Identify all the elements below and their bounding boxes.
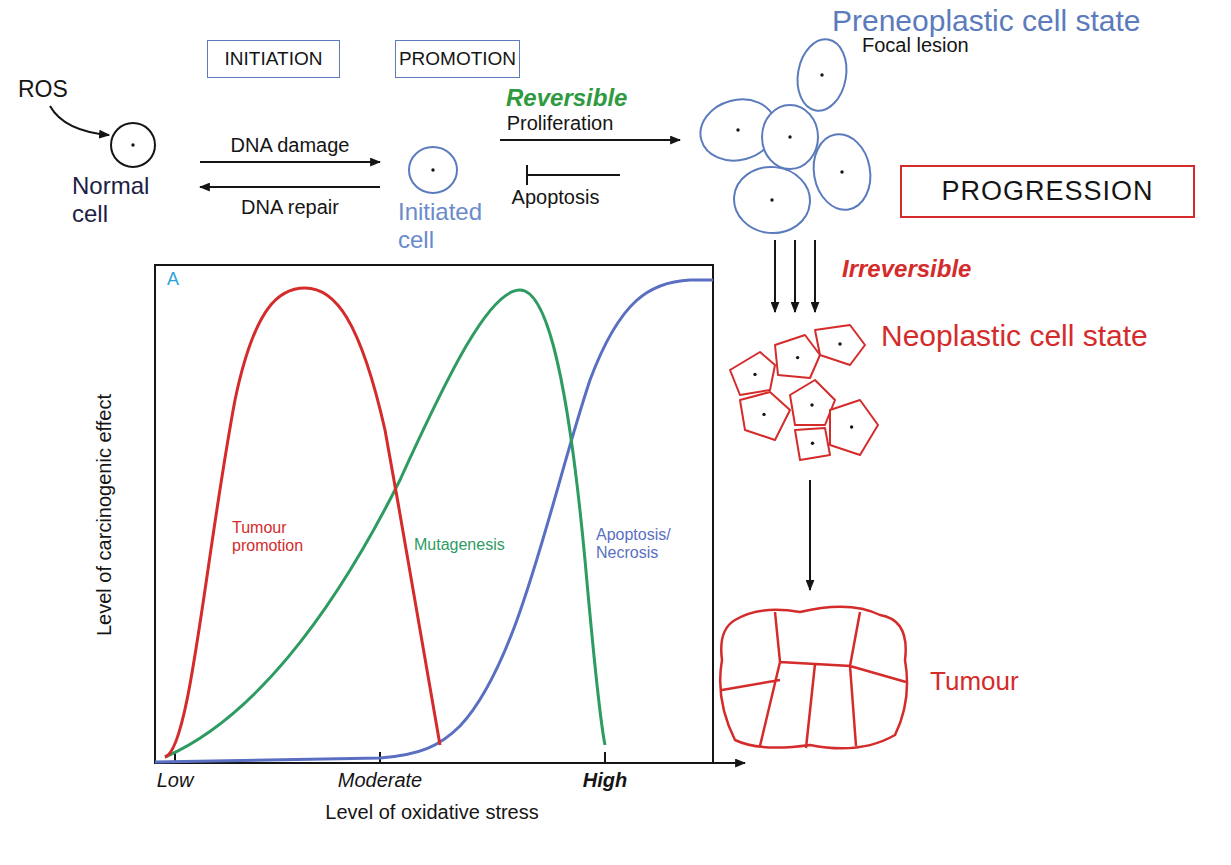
connector-group xyxy=(810,480,811,590)
state-label: Neoplastic cell state xyxy=(881,319,1148,354)
cell-outline xyxy=(830,400,878,455)
cell-outline xyxy=(409,147,457,193)
cell-nucleus xyxy=(753,373,756,376)
cell-nucleus xyxy=(811,442,814,445)
stage-box: PROGRESSION xyxy=(900,165,1195,218)
arrow-connector xyxy=(794,240,796,312)
node-outline xyxy=(715,320,885,465)
cell-label: Initiated cell xyxy=(398,198,498,253)
x-axis-arrow xyxy=(713,762,745,764)
cell-outline xyxy=(815,325,865,365)
tick-label: Moderate xyxy=(338,769,423,792)
edge-label: Apoptosis xyxy=(512,186,600,209)
apoptosis-curve xyxy=(155,280,713,762)
arrow-connector xyxy=(814,240,816,312)
stage-title: PROGRESSION xyxy=(941,176,1153,207)
tumour-outline xyxy=(720,607,907,749)
panel-letter: A xyxy=(167,269,179,290)
cell-outline xyxy=(792,35,852,114)
axis-title: Level of carcinogenic effect xyxy=(93,394,116,636)
cell-nucleus xyxy=(431,168,434,171)
cell-outline xyxy=(795,428,830,460)
node-outline xyxy=(718,605,912,752)
cell-nucleus xyxy=(820,73,823,76)
cell-outline xyxy=(730,352,775,395)
connector-group xyxy=(775,240,776,312)
cell-outline xyxy=(808,130,876,215)
cell-nucleus xyxy=(810,403,813,406)
cell-nucleus xyxy=(131,143,134,146)
cell-outline xyxy=(762,105,818,169)
tick-label: High xyxy=(583,769,627,792)
curve-label: Tumour promotion xyxy=(232,519,314,556)
connector-group xyxy=(815,240,816,312)
connector-group xyxy=(200,187,380,188)
cell-nucleus xyxy=(736,128,739,131)
node-outline xyxy=(685,40,870,240)
normal-cell: Normal cell xyxy=(80,115,186,235)
cell-outline xyxy=(731,164,812,236)
arrow-connector xyxy=(809,480,811,590)
cell-nucleus xyxy=(840,170,843,173)
ros-arrow xyxy=(50,106,109,135)
inhibition-connector xyxy=(527,174,620,176)
inhibition-bar xyxy=(526,165,528,185)
cell-nucleus xyxy=(838,342,841,345)
state-label: Preneoplastic cell state xyxy=(832,4,1141,39)
arrow-connector xyxy=(200,161,380,163)
axis-tick xyxy=(604,752,606,763)
connector-group xyxy=(500,140,680,141)
promotion-curve xyxy=(165,288,440,757)
phase-note: Reversible xyxy=(506,84,627,112)
cell-nucleus xyxy=(788,135,791,138)
edge-label: Proliferation xyxy=(507,112,614,135)
connector-group xyxy=(200,162,380,163)
stage-title: PROMOTION xyxy=(399,48,516,70)
chart-frame xyxy=(155,265,713,763)
connector-group xyxy=(527,165,620,185)
cell-outline xyxy=(790,380,835,425)
edge-label: DNA damage xyxy=(231,134,350,157)
curve-label: Apoptosis/ Necrosis xyxy=(596,526,684,563)
cell-outline xyxy=(740,392,790,440)
state-label: Tumour xyxy=(930,667,1019,697)
mutagenesis-curve xyxy=(165,290,605,757)
lesion-label: Focal lesion xyxy=(862,34,969,57)
cell-nucleus xyxy=(762,413,765,416)
tick-label: Low xyxy=(157,769,194,792)
cell-nucleus xyxy=(796,356,799,359)
neoplastic-cluster: Neoplastic cell state xyxy=(715,320,885,465)
connector-group xyxy=(795,240,796,312)
cell-outline xyxy=(111,123,155,167)
stage-title: INITIATION xyxy=(225,48,323,70)
arrow-connector xyxy=(500,139,680,141)
cell-label: Normal cell xyxy=(72,172,172,227)
cell-outline xyxy=(775,335,820,378)
tumour-cell-wall xyxy=(722,612,906,748)
tumour-mass: Tumour xyxy=(718,605,912,752)
arrow-connector xyxy=(200,186,380,188)
input-label: ROS xyxy=(18,76,68,102)
axis-title: Level of oxidative stress xyxy=(325,801,538,824)
stage-box: INITIATION xyxy=(207,40,340,78)
initiated-cell: Initiated cell xyxy=(380,140,486,262)
preneoplastic-cluster: Preneoplastic cell stateFocal lesion xyxy=(685,40,870,240)
curve-label: Mutagenesis xyxy=(414,536,505,554)
phase-note: Irreversible xyxy=(842,255,971,283)
cell-nucleus xyxy=(850,425,853,428)
arrow-connector xyxy=(774,240,776,312)
cell-nucleus xyxy=(770,198,773,201)
edge-label: DNA repair xyxy=(241,196,339,219)
stage-box: PROMOTION xyxy=(395,40,520,78)
